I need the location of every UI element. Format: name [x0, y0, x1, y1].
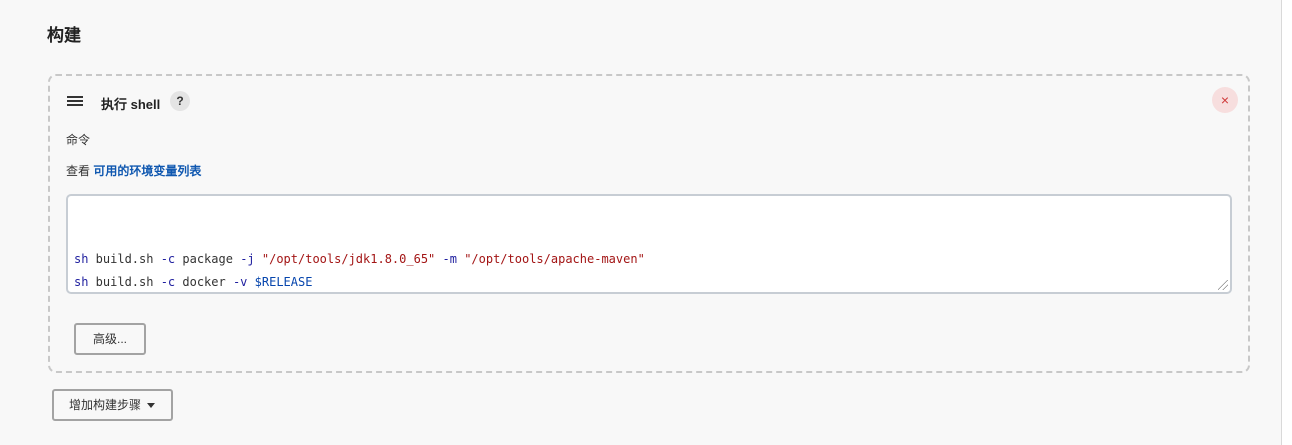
code-token-var: $RELEASE: [254, 275, 313, 289]
step-title: 执行 shell: [101, 97, 161, 112]
code-token-flag: -j: [240, 252, 255, 266]
add-build-step-button[interactable]: 增加构建步骤: [52, 389, 173, 421]
add-build-step-label: 增加构建步骤: [69, 398, 142, 412]
code-token-flag: -c: [160, 252, 176, 266]
code-token-text: build.sh: [88, 275, 161, 289]
command-label: 命令: [66, 133, 91, 147]
code-token-text: docker: [175, 275, 233, 289]
code-token-flag: -c: [160, 275, 176, 289]
command-textarea[interactable]: sh build.sh -c package -j "/opt/tools/jd…: [66, 194, 1232, 294]
build-step-card: 执行 shell ? × 命令 查看 可用的环境变量列表 sh build.sh…: [48, 74, 1250, 373]
code-token-str: "/opt/tools/apache-maven": [464, 252, 645, 266]
env-prefix-text: 查看: [66, 164, 91, 178]
code-line: sh build.sh -c package -j "/opt/tools/jd…: [74, 248, 1230, 271]
help-icon[interactable]: ?: [170, 91, 190, 111]
delete-step-button[interactable]: ×: [1212, 87, 1238, 113]
advanced-button[interactable]: 高级...: [74, 323, 146, 355]
code-token-text: [247, 275, 254, 289]
code-token-text: [255, 252, 262, 266]
close-icon: ×: [1220, 92, 1230, 108]
code-token-text: [435, 252, 442, 266]
env-vars-line: 查看 可用的环境变量列表: [66, 162, 201, 179]
drag-handle-icon[interactable]: [67, 96, 83, 106]
resize-grip-icon[interactable]: [1218, 280, 1228, 290]
caret-down-icon: [147, 403, 156, 409]
section-title: 构建: [47, 26, 81, 45]
env-vars-link[interactable]: 可用的环境变量列表: [93, 164, 202, 178]
code-token-cmd: sh: [74, 275, 89, 289]
code-token-text: package: [175, 252, 241, 266]
code-token-str: "/opt/tools/jdk1.8.0_65": [261, 252, 436, 266]
code-line: sh build.sh -c docker -v $RELEASE: [74, 271, 1230, 294]
code-token-flag: -m: [442, 252, 457, 266]
code-token-cmd: sh: [74, 252, 89, 266]
code-token-text: build.sh: [88, 252, 161, 266]
code-token-flag: -v: [232, 275, 248, 289]
